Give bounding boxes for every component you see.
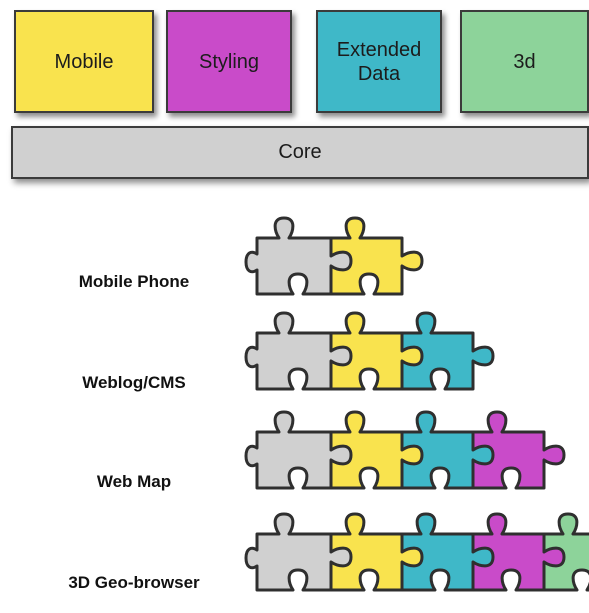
row-label-weblog-cms: Weblog/CMS [82, 373, 186, 392]
puzzle-piece-core [244, 512, 353, 592]
puzzle-piece-core [244, 311, 353, 391]
module-mobile: Mobile [14, 10, 154, 113]
module-styling: Styling [166, 10, 292, 113]
puzzle-row-4 [244, 512, 589, 592]
puzzle-row-1 [244, 216, 424, 296]
row-label-mobile-phone: Mobile Phone [78, 272, 190, 291]
row-label-web-map: Web Map [96, 472, 172, 491]
puzzle-piece-core [244, 216, 353, 296]
module-3d: 3d [460, 10, 589, 113]
module-core: Core [11, 126, 589, 179]
row-label-3d-geo-browser: 3D Geo-browser [68, 573, 200, 592]
module-extended-data: Extended Data [316, 10, 442, 113]
puzzle-piece-core [244, 410, 353, 490]
puzzle-row-3 [244, 410, 566, 490]
puzzle-row-2 [244, 311, 495, 391]
